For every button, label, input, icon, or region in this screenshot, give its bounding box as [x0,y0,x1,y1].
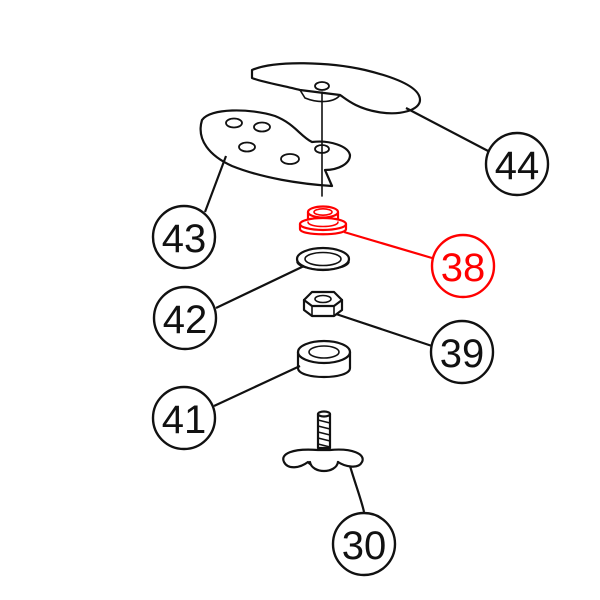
callout-39: 39 [429,319,495,385]
callout-44-label: 44 [495,144,540,188]
part-41-spacer [296,339,352,378]
leader-41 [213,365,301,407]
part-38-bushing [298,205,348,236]
leader-38-group [343,230,433,260]
part-44-upper-plate [250,62,422,115]
leader-38 [343,230,433,260]
leader-30 [348,465,366,513]
part-30-wing-screw [282,410,364,473]
part-43-lower-plate [199,109,352,188]
part-39-hex-nut [302,290,344,318]
leader-43 [203,155,228,213]
callout-42: 42 [152,285,218,351]
callout-44: 44 [484,131,550,197]
callout-38-label: 38 [441,246,486,290]
callout-30: 30 [331,511,397,577]
callout-43: 43 [151,204,217,270]
leader-42 [215,265,305,309]
leader-39 [335,312,433,348]
callout-39-label: 39 [440,332,485,376]
leader-44 [405,107,491,153]
callout-38: 38 [430,233,496,299]
callout-30-label: 30 [342,524,387,568]
callout-41: 41 [151,385,217,451]
callout-42-label: 42 [163,298,208,342]
callout-41-label: 41 [162,398,207,442]
callout-43-label: 43 [162,217,207,261]
part-42-spring-washer [295,246,351,272]
